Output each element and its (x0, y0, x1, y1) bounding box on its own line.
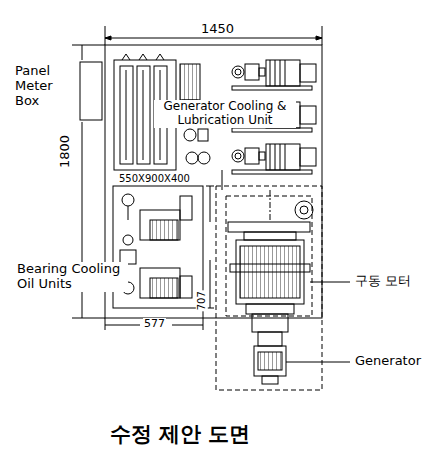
dimension-label: 550X900X400 (118, 173, 191, 185)
part-label: Panel Meter Box (14, 64, 78, 109)
part-label: 구동 모터 (354, 274, 412, 289)
dimension-label: 1450 (200, 22, 235, 37)
dimension-label: 1800 (59, 133, 74, 168)
dimension-label: 707 (196, 290, 208, 311)
part-label: Generator (354, 354, 422, 369)
dimension-label: 577 (143, 318, 166, 331)
drawing-caption: 수정 제안 도면 (110, 420, 251, 448)
part-label: Bearing Cooling Oil Units (16, 262, 128, 292)
part-label: Generator Cooling & Lubrication Unit (154, 100, 296, 128)
